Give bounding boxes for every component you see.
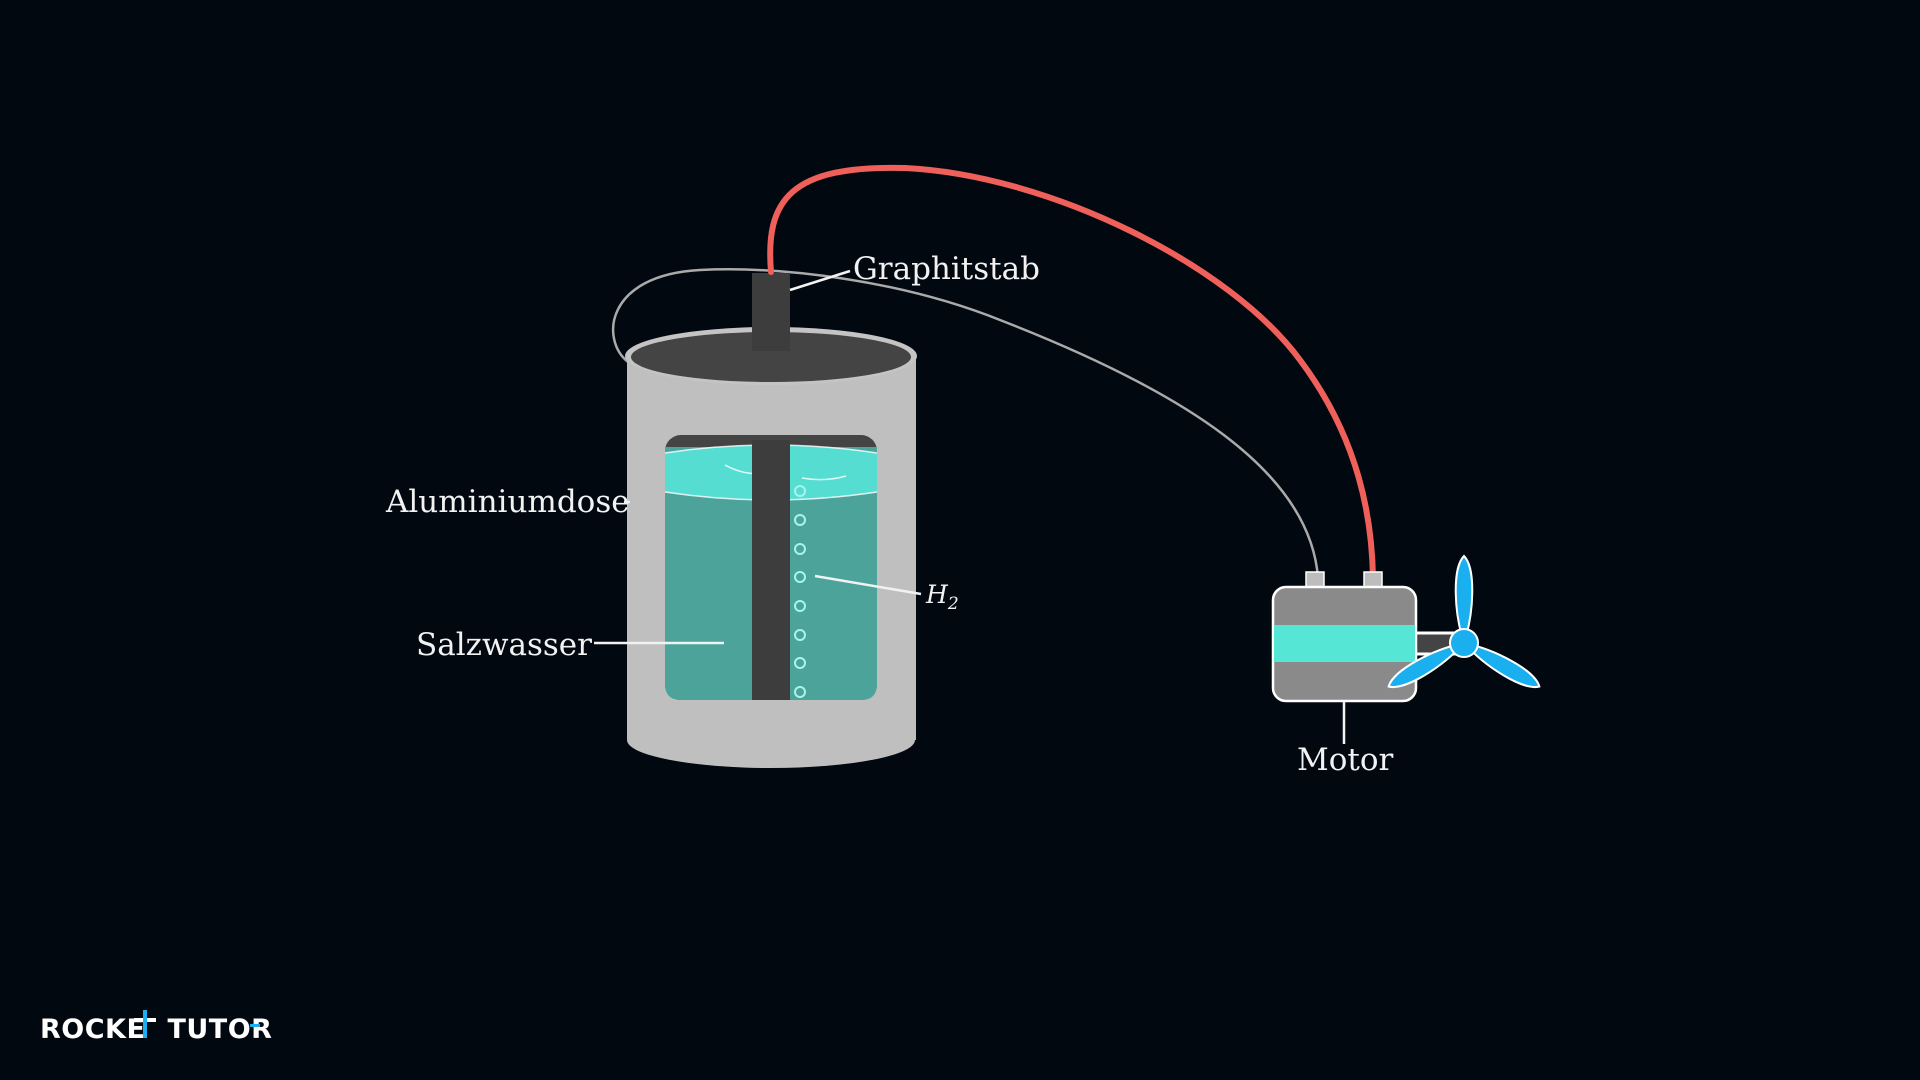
graphite-rod-label: Graphitstab [853, 251, 1040, 287]
motor-label: Motor [1297, 742, 1394, 778]
bubble-icon [794, 485, 806, 497]
logo-plus-icon [134, 1010, 156, 1038]
bubble-icon [794, 571, 806, 583]
logo-part-2: TUTO [167, 1014, 251, 1045]
bubble-icon [794, 600, 806, 612]
logo-part-3: R [251, 1014, 272, 1045]
bubble-icon [794, 629, 806, 641]
graphite-leader [789, 269, 851, 292]
graphite-rod [752, 273, 790, 700]
motor-band [1274, 625, 1415, 662]
salt-water-label: Salzwasser [416, 627, 592, 663]
logo-part-1: ROCKE [40, 1014, 145, 1045]
bubble-icon [794, 657, 806, 669]
rocket-tutor-logo: ROCKE TUTOR [40, 1010, 272, 1045]
grey-wire [611, 268, 1320, 579]
propeller-icon [1387, 554, 1541, 688]
bubble-icon [794, 543, 806, 555]
bubble-icon [794, 514, 806, 526]
logo-accent-icon [250, 1024, 260, 1027]
hydrogen-label: H2 [925, 580, 959, 614]
bubble-icon [794, 686, 806, 698]
hydrogen-label-subscript: 2 [947, 594, 959, 614]
motor [1271, 571, 1468, 703]
hydrogen-label-base: H [925, 580, 949, 609]
red-wire [767, 164, 1376, 581]
aluminium-can-label: Aluminiumdose [385, 484, 630, 520]
hydrogen-bubbles [794, 485, 806, 698]
h2-leader [814, 574, 922, 596]
